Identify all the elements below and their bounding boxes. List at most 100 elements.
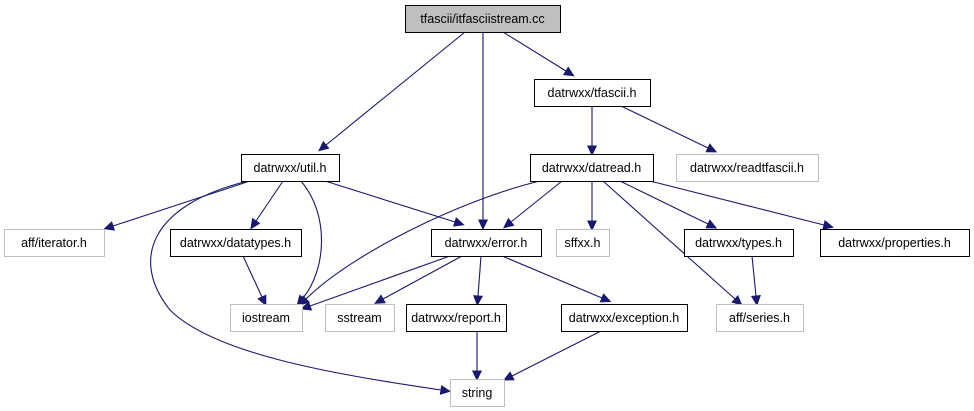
node-exception[interactable]: datrwxx/exception.h	[561, 304, 688, 332]
node-box	[450, 379, 505, 407]
node-label: datrwxx/properties.h	[838, 236, 951, 250]
arrowhead-icon	[250, 217, 261, 230]
edge-tfascii-datread	[587, 106, 597, 157]
node-report[interactable]: datrwxx/report.h	[406, 304, 507, 332]
node-datatypes[interactable]: datrwxx/datatypes.h	[170, 229, 302, 257]
arrowhead-icon	[822, 220, 834, 230]
node-datread[interactable]: datrwxx/datread.h	[530, 154, 654, 182]
edge-datread-properties	[649, 180, 834, 230]
edge-root-error	[478, 32, 488, 231]
edge-util-iterator	[103, 180, 251, 231]
node-label: datrwxx/types.h	[695, 236, 782, 250]
node-box	[684, 229, 794, 257]
arrowhead-icon	[731, 294, 743, 306]
arrowhead-icon	[103, 221, 116, 231]
node-label: datrwxx/util.h	[254, 161, 327, 175]
edge-line	[300, 180, 323, 299]
arrowhead-icon	[705, 143, 718, 153]
arrowhead-icon	[453, 217, 465, 227]
arrowhead-icon	[318, 140, 330, 152]
edge-tfascii-readtfascii	[620, 105, 718, 153]
node-label: aff/iterator.h	[21, 236, 87, 250]
node-box	[561, 304, 688, 332]
arrowhead-icon	[374, 294, 386, 304]
edge-line	[510, 180, 563, 223]
node-label: datrwxx/report.h	[411, 311, 501, 325]
node-label: iostream	[242, 311, 290, 325]
arrowhead-icon	[503, 217, 515, 229]
edge-datread-sffxx	[587, 181, 597, 232]
node-readtfascii: datrwxx/readtfascii.h	[676, 154, 819, 182]
edge-report-string	[472, 331, 482, 382]
arrowhead-icon	[587, 220, 597, 232]
edge-types-series	[750, 255, 761, 307]
node-label: datrwxx/tfascii.h	[548, 86, 637, 100]
node-label: tfascii/itfasciistream.cc	[420, 12, 544, 26]
edge-line	[477, 255, 482, 297]
edge-line	[619, 180, 709, 225]
node-types[interactable]: datrwxx/types.h	[684, 229, 794, 257]
edge-error-sstream	[374, 255, 463, 304]
arrowhead-icon	[502, 371, 515, 381]
arrowhead-icon	[562, 66, 575, 77]
node-box	[820, 229, 970, 257]
node-box	[676, 154, 819, 182]
node-box	[4, 229, 105, 257]
node-label: datrwxx/error.h	[445, 236, 528, 250]
arrowhead-icon	[750, 295, 761, 307]
edge-datread-series	[602, 180, 743, 306]
arrowhead-icon	[599, 293, 612, 303]
edge-line	[305, 180, 541, 300]
edge-root-util	[318, 31, 466, 152]
node-box	[530, 154, 654, 182]
arrowhead-icon	[587, 145, 597, 157]
node-iterator: aff/iterator.h	[4, 229, 105, 257]
edge-line	[501, 255, 603, 299]
node-tfascii[interactable]: datrwxx/tfascii.h	[534, 79, 651, 107]
arrowhead-icon	[478, 219, 488, 231]
edge-line	[150, 180, 442, 391]
edge-line	[325, 31, 466, 146]
edge-root-tfascii	[502, 31, 575, 77]
node-box	[534, 79, 651, 107]
edge-datread-error	[503, 180, 563, 229]
node-label: aff/series.h	[729, 311, 790, 325]
edge-line	[751, 255, 757, 297]
arrowhead-icon	[472, 370, 482, 382]
node-box	[241, 154, 340, 182]
edge-util-error	[324, 180, 465, 227]
arrowhead-icon	[473, 295, 484, 307]
arrowhead-icon	[300, 301, 313, 311]
edge-line	[502, 31, 567, 72]
edge-line	[511, 330, 602, 377]
edges-layer	[103, 31, 834, 395]
edge-error-exception	[501, 255, 612, 303]
node-root[interactable]: tfascii/itfasciistream.cc	[405, 5, 561, 33]
node-util[interactable]: datrwxx/util.h	[241, 154, 340, 182]
node-sstream: sstream	[325, 304, 395, 332]
node-string: string	[450, 379, 505, 407]
edge-line	[255, 180, 284, 222]
node-error[interactable]: datrwxx/error.h	[431, 229, 542, 257]
node-label: string	[462, 386, 493, 400]
edge-exception-string	[502, 330, 602, 381]
node-box	[556, 229, 610, 257]
edge-util-string	[150, 180, 452, 395]
arrowhead-icon	[298, 295, 310, 307]
edge-line	[382, 255, 463, 300]
edge-datread-iostream	[298, 180, 541, 307]
node-series: aff/series.h	[716, 304, 804, 332]
node-sffxx: sffxx.h	[556, 229, 610, 257]
node-box	[325, 304, 395, 332]
edge-line	[602, 180, 736, 300]
node-properties[interactable]: datrwxx/properties.h	[820, 229, 970, 257]
node-box	[431, 229, 542, 257]
edge-datatypes-iostream	[242, 255, 267, 307]
edge-line	[242, 255, 263, 298]
edge-line	[620, 105, 709, 149]
arrowhead-icon	[705, 219, 718, 229]
node-label: datrwxx/datatypes.h	[180, 236, 291, 250]
edge-line	[112, 180, 251, 227]
node-label: datrwxx/readtfascii.h	[690, 161, 804, 175]
